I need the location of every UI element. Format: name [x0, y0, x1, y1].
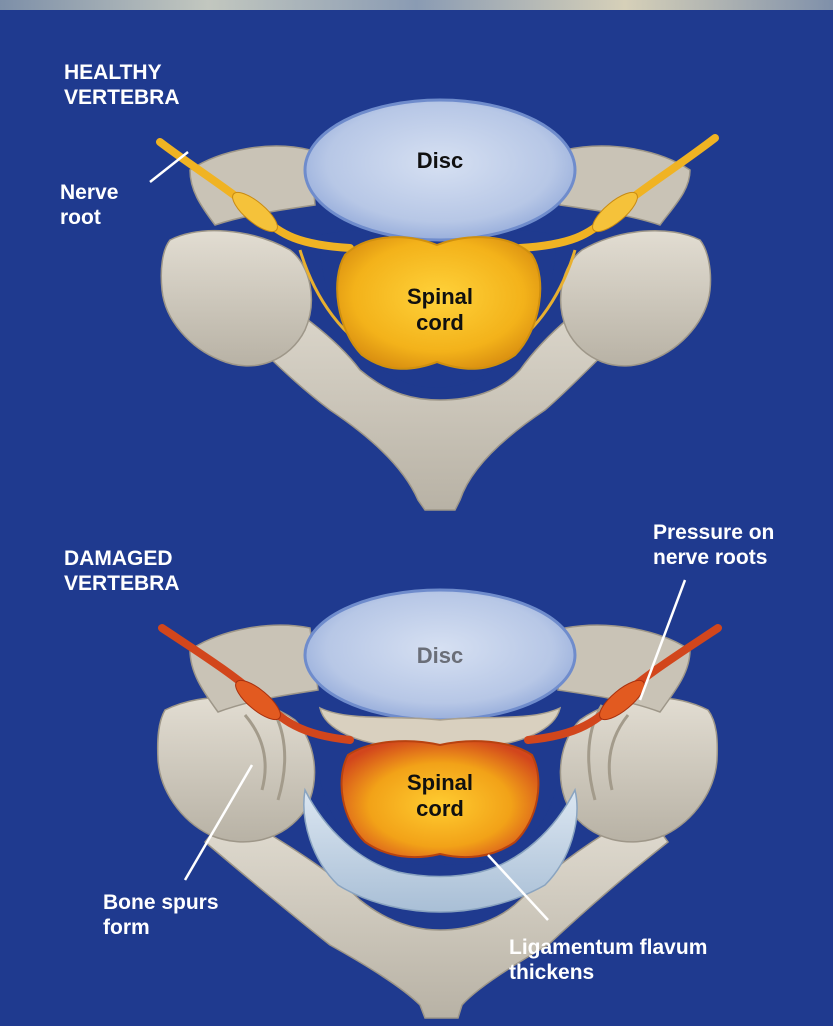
- healthy-vertebra-title: HEALTHY VERTEBRA: [64, 60, 180, 110]
- nerve-root-pointer: [150, 152, 188, 182]
- bone-spurs-label: Bone spurs form: [103, 890, 219, 940]
- damaged-spinal-cord-label: Spinal cord: [390, 770, 490, 822]
- healthy-right-transverse-process: [561, 231, 711, 366]
- damaged-right-transverse-process: [560, 698, 717, 842]
- pressure-label: Pressure on nerve roots: [653, 520, 774, 570]
- damaged-disc-label: Disc: [400, 643, 480, 669]
- healthy-spinal-cord-label: Spinal cord: [390, 284, 490, 336]
- ligamentum-label: Ligamentum flavum thickens: [509, 935, 707, 985]
- damaged-vertebra-title: DAMAGED VERTEBRA: [64, 546, 180, 596]
- nerve-root-label: Nerve root: [60, 180, 118, 230]
- healthy-left-transverse-process: [161, 231, 311, 366]
- healthy-disc-label: Disc: [400, 148, 480, 174]
